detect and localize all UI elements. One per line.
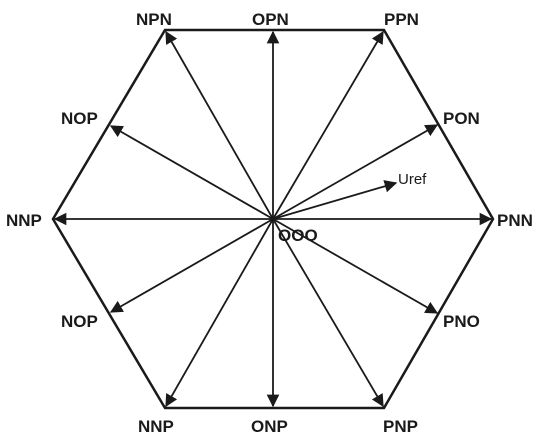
label-pnp: PNP (383, 417, 418, 436)
vector-pnp (272, 218, 384, 408)
vector-nop-upper (109, 125, 274, 220)
label-opn: OPN (252, 10, 289, 29)
label-nnp-bottom: NNP (138, 417, 174, 436)
label-pon: PON (443, 109, 480, 128)
vector-arrows (53, 30, 493, 408)
vector-uref (272, 180, 398, 220)
label-pnn: PNN (497, 211, 533, 230)
label-npn: NPN (136, 10, 172, 29)
vector-pon (272, 124, 439, 220)
vector-pno (272, 218, 439, 314)
label-ppn: PPN (384, 10, 419, 29)
vector-nnp-bottom (165, 218, 274, 408)
label-nop-upper: NOP (61, 109, 98, 128)
label-nnp-left: NNP (6, 211, 42, 230)
label-nop-lower: NOP (61, 312, 98, 331)
vector-nop-lower (109, 218, 274, 313)
hexagon-outline (51, 28, 495, 410)
label-uref: Uref (398, 171, 427, 188)
label-onp: ONP (251, 417, 288, 436)
label-pno: PNO (443, 312, 480, 331)
vector-ppn (272, 30, 384, 220)
label-center-ooo: OOO (278, 226, 318, 245)
vector-npn (165, 30, 274, 220)
